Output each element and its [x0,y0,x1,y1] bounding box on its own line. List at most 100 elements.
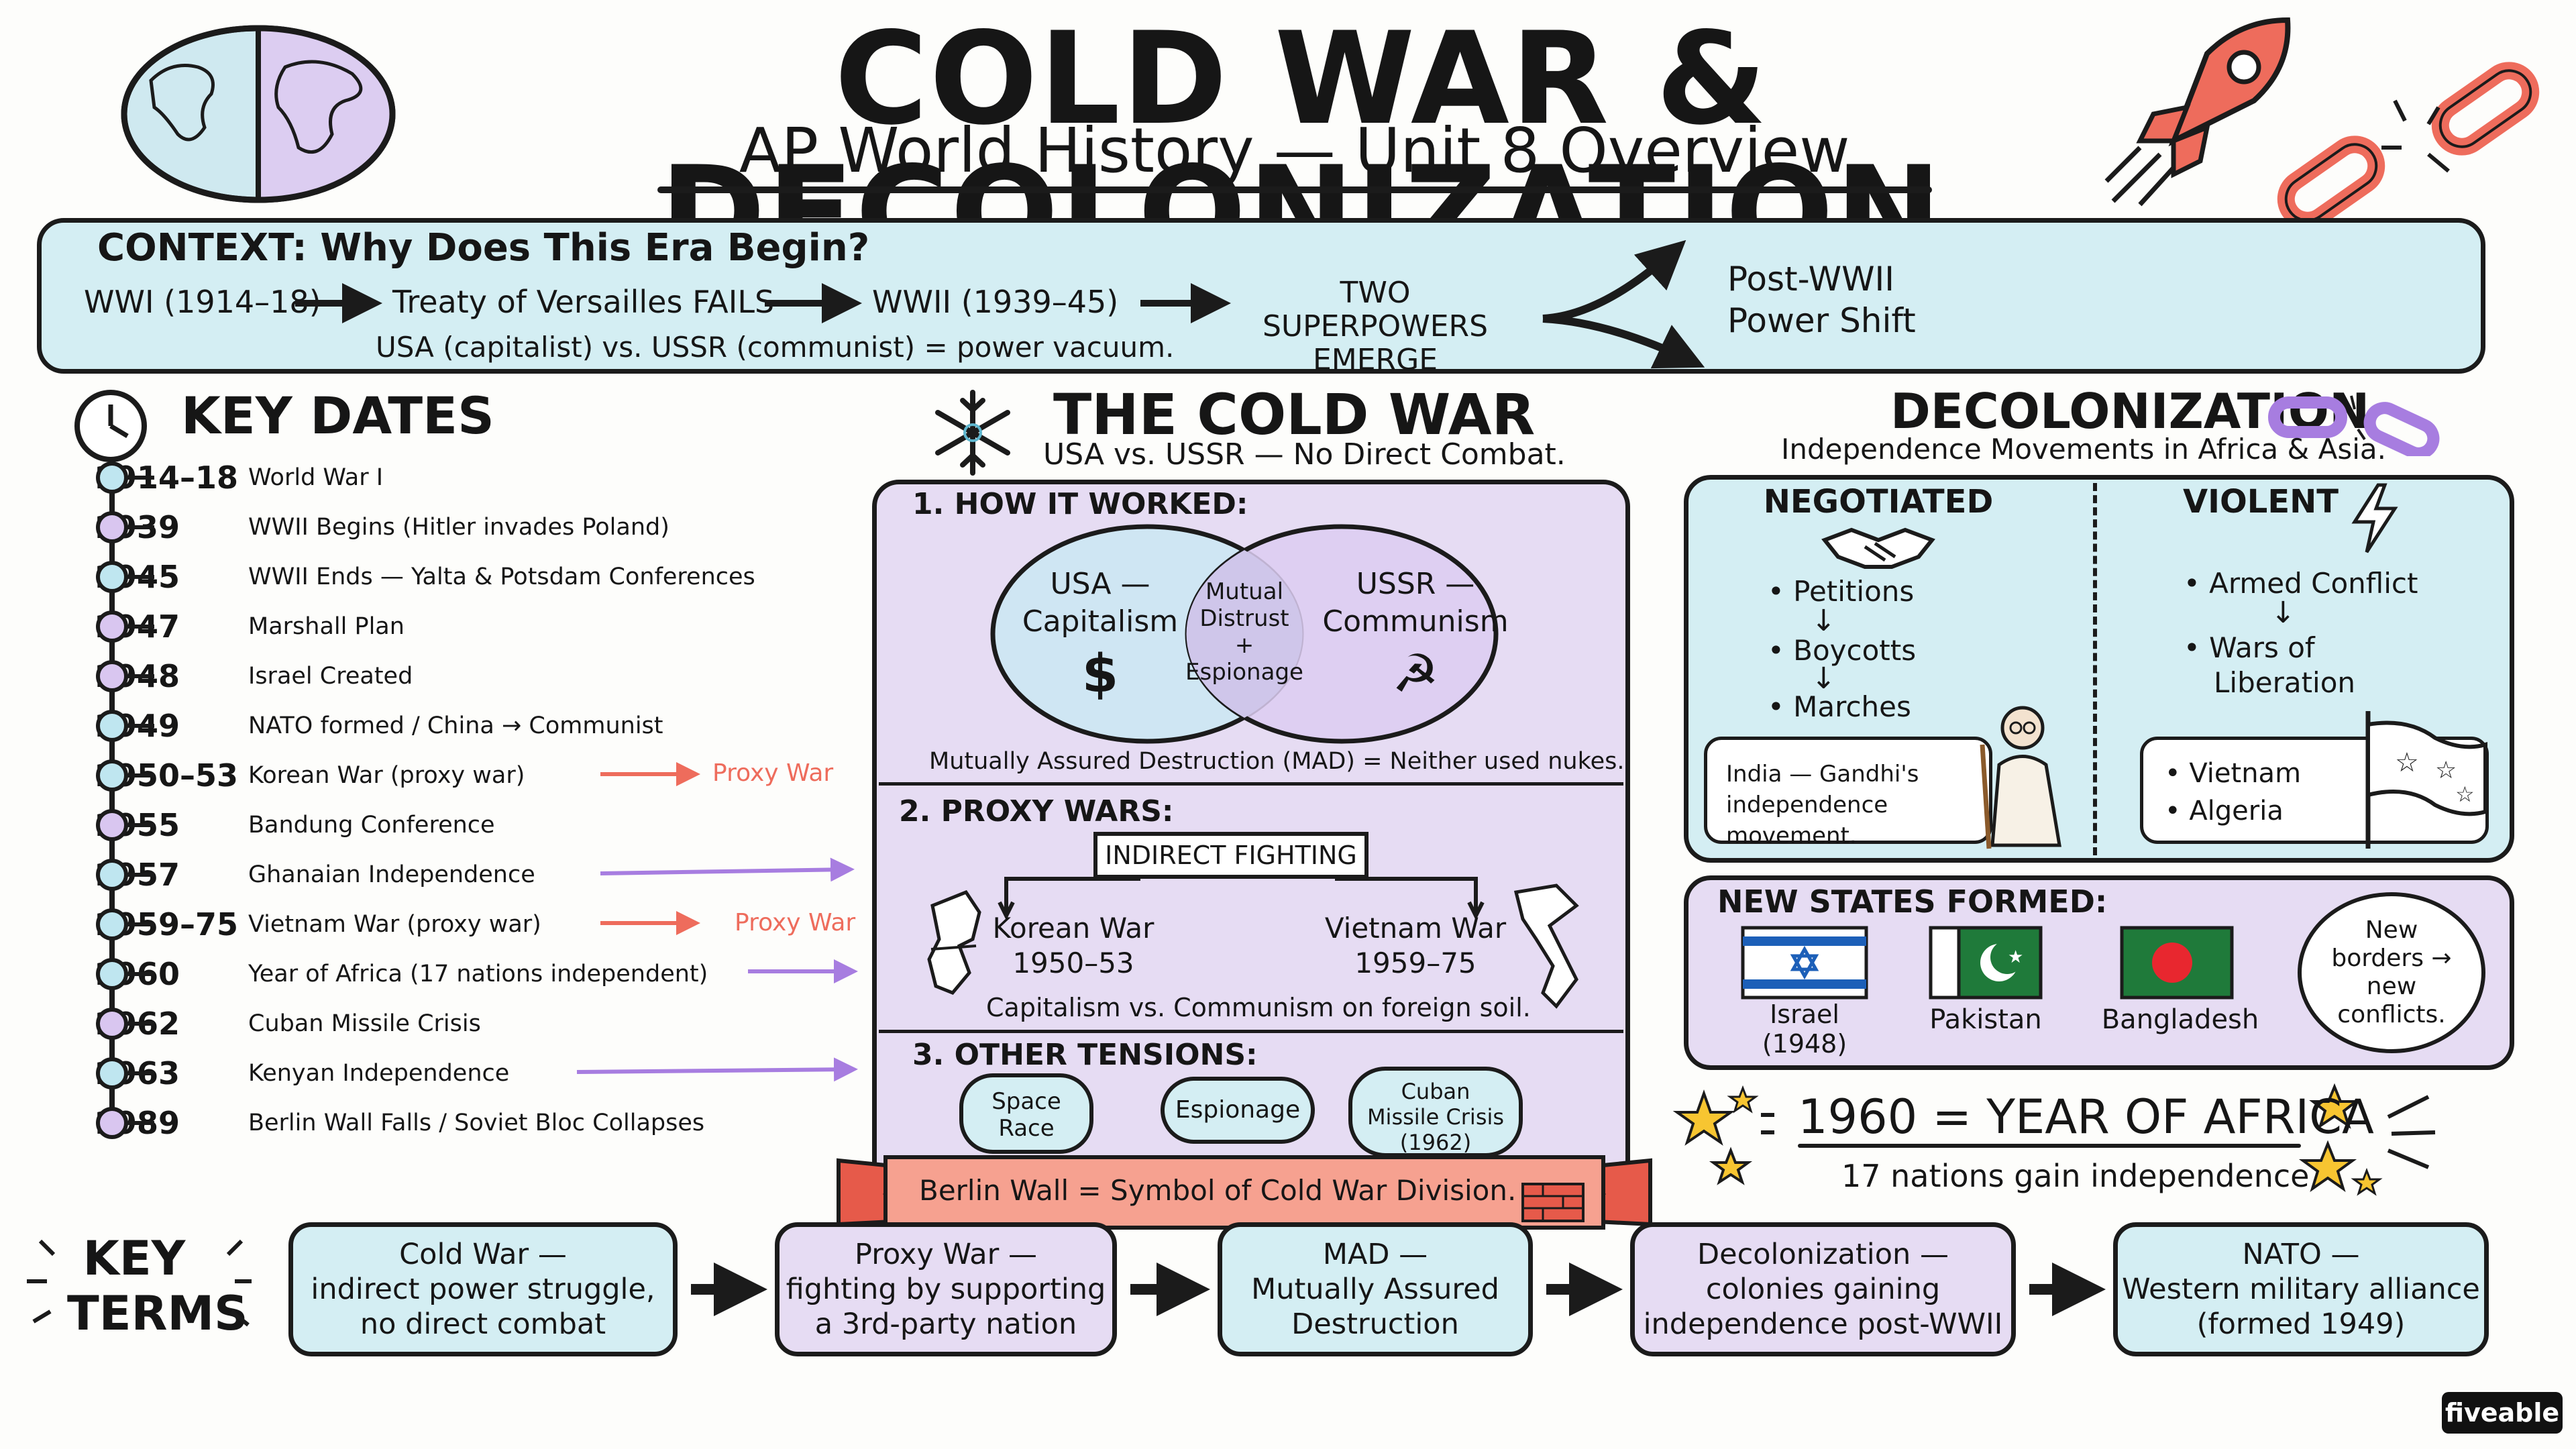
ussr-line-1: USSR — [1356,567,1475,601]
context-step-wwi: WWI (1914–18) [84,284,321,320]
cold-war-subtitle: USA vs. USSR — No Direct Combat. [1043,437,1566,472]
context-panel [37,218,2485,374]
date-event: WWII Ends — Yalta & Potsdam Conferences [248,564,755,590]
title-underline [657,186,1932,193]
negotiated-item-text: Boycotts [1793,634,1917,667]
term-text: fighting by supporting [786,1273,1106,1306]
violent-item: • Armed Conflict [2184,567,2418,600]
date-year: 1959–75 [94,906,239,943]
date-year: 1949 [94,708,180,744]
term-title: Decolonization — [1697,1238,1949,1271]
israel-name: Israel [1770,1000,1839,1029]
date-year: 1989 [94,1105,180,1141]
bangladesh-label: Bangladesh [2101,1004,2259,1035]
star-icon [2298,1140,2357,1192]
cold-war-title: THE COLD WAR [1053,382,1536,447]
bubble-line: borders → [2331,945,2452,972]
term-text: independence post-WWII [1643,1307,2003,1341]
brick-wall-icon [1521,1183,1585,1222]
violent-item-text: Liberation [2214,666,2356,699]
pakistan-flag-icon: ★ [1929,926,2043,1000]
term-text: (formed 1949) [2196,1307,2406,1341]
violent-item-text: Wars of [2209,631,2315,664]
berlin-wall-text: Berlin Wall = Symbol of Cold War Divisio… [919,1174,1517,1207]
dollar-icon: $ [1081,644,1119,704]
star-icon [1709,1146,1753,1185]
violent-heading: VIOLENT [2182,483,2339,521]
term-title: Proxy War — [855,1238,1037,1271]
date-event: World War I [248,464,384,491]
venn-overlap-label: Mutual Distrust + Espionage [1177,578,1311,686]
date-year: 1948 [94,658,180,694]
date-event: Marshall Plan [248,613,405,640]
superpowers-line-1: TWO SUPERPOWERS [1262,276,1488,343]
rocket-icon [2104,17,2291,207]
term-card-nato: NATO —Western military alliance(formed 1… [2113,1222,2489,1356]
korean-war-label: Korean War 1950–53 [973,911,1174,981]
gandhi-icon [1980,706,2061,849]
bubble-line: conflicts. [2337,1001,2446,1028]
tension-text: Cuban [1401,1079,1470,1104]
term-text: indirect power struggle, [311,1273,655,1306]
vietnam-war-label: Vietnam War 1959–75 [1308,911,1523,981]
korea-map-icon [927,890,981,995]
new-conflicts-bubble: New borders → new conflicts. [2298,892,2485,1053]
date-event: Bandung Conference [248,812,495,839]
year-of-africa-heading: 1960 = YEAR OF AFRICA [1798,1089,2374,1144]
term-card-cold-war: Cold War —indirect power struggle,no dir… [288,1222,678,1356]
key-dates-heading: KEY DATES [181,386,494,445]
flag-icon: ☆ ☆ ☆ [2365,711,2487,849]
indirect-fighting-box: INDIRECT FIGHTING [1093,832,1368,879]
negotiated-heading: NEGOTIATED [1763,483,1994,521]
superpowers-line-2: EMERGE [1312,343,1438,377]
decolonization-subtitle: Independence Movements in Africa & Asia. [1781,433,2386,466]
date-year: 1960 [94,956,180,992]
date-event: Israel Created [248,663,413,690]
india-example-line-2: independence movement. [1726,792,1888,849]
negotiated-item-text: Petitions [1793,575,1915,608]
ghana-arrow [600,857,855,882]
tension-bubble-espionage: Espionage [1161,1077,1315,1144]
pakistan-label: Pakistan [1929,1004,2042,1035]
context-power-shift: Post-WWII Power Shift [1727,258,1916,341]
term-title: MAD — [1322,1238,1428,1271]
negotiated-item: • Boycotts [1768,634,1917,667]
mad-note: Mutually Assured Destruction (MAD) = Nei… [929,748,1625,775]
page-subtitle: AP World History — Unit 8 Overview. [739,115,1864,186]
power-shift-line-2: Power Shift [1727,301,1916,340]
globe-icon [121,25,396,203]
tension-text: Race [998,1115,1055,1142]
term-text: Destruction [1291,1307,1459,1341]
context-heading: CONTEXT: Why Does This Era Begin? [97,226,870,270]
violent-item: • Wars of Liberation [2184,631,2356,699]
svg-text:★: ★ [2008,947,2023,967]
negotiated-item: • Marches [1768,690,1911,723]
term-text: Western military alliance [2122,1273,2480,1306]
svg-text:☆: ☆ [2435,757,2457,784]
bubble-line: new [2366,973,2417,1000]
star-icon [1672,1089,1735,1146]
foreign-soil-note: Capitalism vs. Communism on foreign soil… [986,993,1531,1022]
date-year: 1939 [94,509,180,545]
india-example-box: India — Gandhi's independence movement. [1704,737,1992,849]
korean-war-name: Korean War [992,912,1155,945]
hammer-sickle-icon: ☭ [1392,644,1439,704]
term-text: no direct combat [360,1307,606,1341]
lightning-icon [2351,483,2398,553]
power-shift-line-1: Post-WWII [1727,260,1894,299]
kenya-arrow [576,1057,858,1082]
down-arrow-icon: ↓ [2271,596,2296,630]
context-note: USA (capitalist) vs. USSR (communist) = … [376,331,1175,364]
fiveable-logo[interactable]: fiveable [2442,1392,2563,1434]
